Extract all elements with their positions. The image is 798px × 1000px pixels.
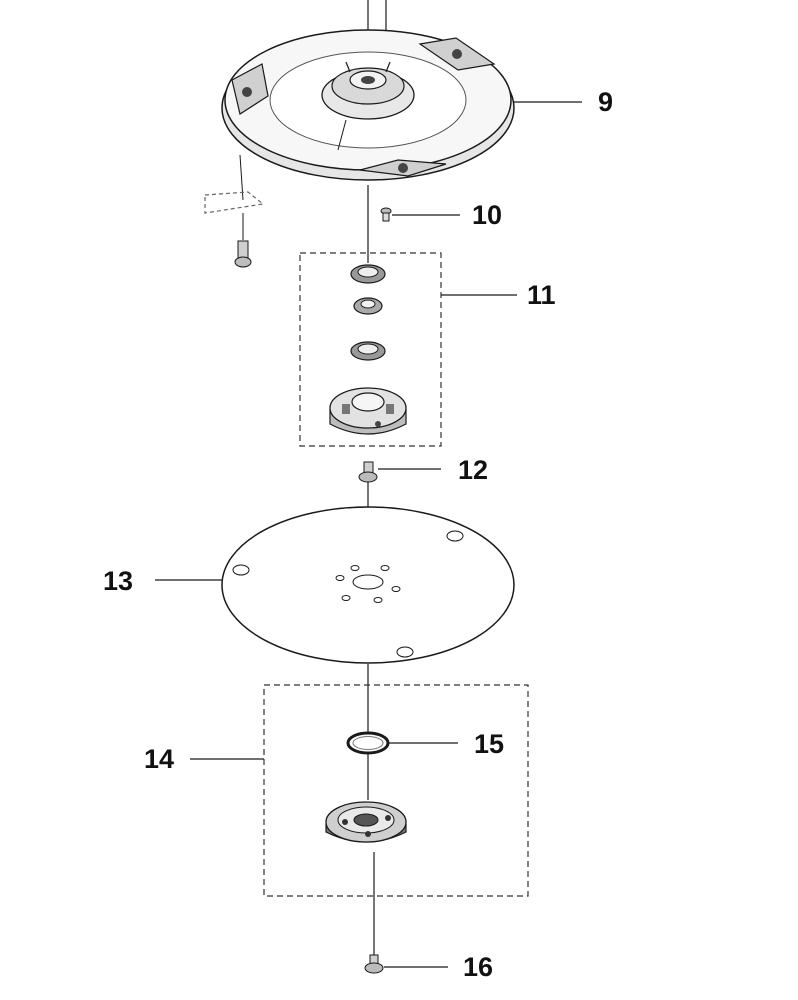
part-11-bearing-kit <box>299 252 442 447</box>
hub-flange <box>325 801 407 843</box>
part-13-protective-plate <box>221 506 515 664</box>
leader-lines <box>155 101 582 968</box>
part-9-cutting-disc <box>221 29 515 181</box>
part-12-screw <box>358 461 378 483</box>
callout-15: 15 <box>474 729 505 759</box>
spacer-bushing <box>353 297 383 315</box>
callout-16: 16 <box>463 952 494 982</box>
blade-holder-front <box>359 159 447 177</box>
ball-bearing-bottom <box>350 341 386 361</box>
knife-blade <box>204 154 265 240</box>
part-14-hub-assembly <box>263 684 529 897</box>
bearing-housing <box>329 387 407 435</box>
callout-12: 12 <box>458 455 489 485</box>
callout-13: 13 <box>103 566 134 596</box>
blade-holder-left <box>231 63 269 115</box>
part-15-o-ring <box>346 731 390 755</box>
callout-14: 14 <box>144 744 175 774</box>
callout-10: 10 <box>472 200 503 230</box>
part-10-screw <box>380 207 392 222</box>
callout-9: 9 <box>598 87 614 117</box>
assembly-axis <box>367 0 387 965</box>
blade-screw <box>234 240 252 268</box>
part-16-screw <box>364 954 384 974</box>
blade-holder-right <box>418 37 496 71</box>
callout-11: 11 <box>527 280 556 310</box>
ball-bearing-top <box>350 264 386 284</box>
